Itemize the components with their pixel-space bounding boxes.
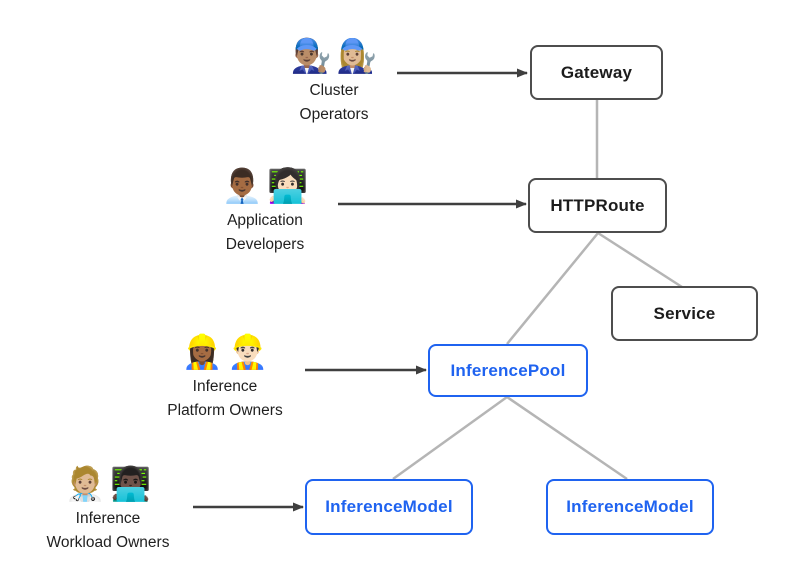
actor-application-developers: 👨🏾‍💼👩🏻‍💻 Application Developers (175, 166, 355, 257)
actor-inference-workload-owners: 🧑🏼‍⚕️👨🏿‍💻 Inference Workload Owners (18, 464, 198, 555)
actor-label: Inference Platform Owners (167, 377, 283, 419)
platform-owners-emoji-icons: 👷🏾‍♀️👷🏻‍♂️ (135, 332, 315, 372)
man-construction-worker-emoji-icon: 👷🏻‍♂️ (227, 333, 269, 370)
node-inference-pool-label: InferencePool (450, 360, 566, 380)
actor-cluster-operators: 👨🏽‍🔧👩🏼‍🔧 Cluster Operators (244, 36, 424, 127)
connector-httproute-inferencepool (506, 232, 599, 345)
woman-mechanic-emoji-icon: 👩🏼‍🔧 (336, 37, 378, 74)
node-inference-model-1: InferenceModel (305, 479, 473, 535)
node-httproute-label: HTTPRoute (550, 195, 645, 215)
application-developers-emoji-icons: 👨🏾‍💼👩🏻‍💻 (175, 166, 355, 206)
connector-inferencepool-inferencemodel-1 (392, 395, 508, 481)
man-office-worker-emoji-icon: 👨🏾‍💼 (221, 167, 263, 204)
node-inference-model-2: InferenceModel (546, 479, 714, 535)
node-gateway-label: Gateway (560, 62, 633, 82)
node-service: Service (611, 286, 758, 341)
node-service-label: Service (653, 303, 716, 323)
actor-label: Cluster Operators (299, 81, 369, 123)
connector-inferencepool-inferencemodel-2 (506, 395, 628, 481)
actor-inference-platform-owners: 👷🏾‍♀️👷🏻‍♂️ Inference Platform Owners (135, 332, 315, 423)
man-technologist-emoji-icon: 👨🏿‍💻 (110, 465, 152, 502)
actor-label: Inference Workload Owners (46, 509, 170, 551)
woman-technologist-emoji-icon: 👩🏻‍💻 (267, 167, 309, 204)
actor-label: Application Developers (225, 211, 305, 253)
connector-httproute-service (597, 231, 683, 289)
node-inference-pool: InferencePool (428, 344, 588, 397)
workload-owners-emoji-icons: 🧑🏼‍⚕️👨🏿‍💻 (18, 464, 198, 504)
health-worker-emoji-icon: 🧑🏼‍⚕️ (64, 465, 106, 502)
woman-construction-worker-emoji-icon: 👷🏾‍♀️ (181, 333, 223, 370)
node-inference-model-2-label: InferenceModel (566, 497, 694, 516)
node-inference-model-1-label: InferenceModel (325, 497, 453, 516)
node-httproute: HTTPRoute (528, 178, 667, 233)
cluster-operators-emoji-icons: 👨🏽‍🔧👩🏼‍🔧 (244, 36, 424, 76)
man-mechanic-emoji-icon: 👨🏽‍🔧 (290, 37, 332, 74)
node-gateway: Gateway (530, 45, 663, 100)
